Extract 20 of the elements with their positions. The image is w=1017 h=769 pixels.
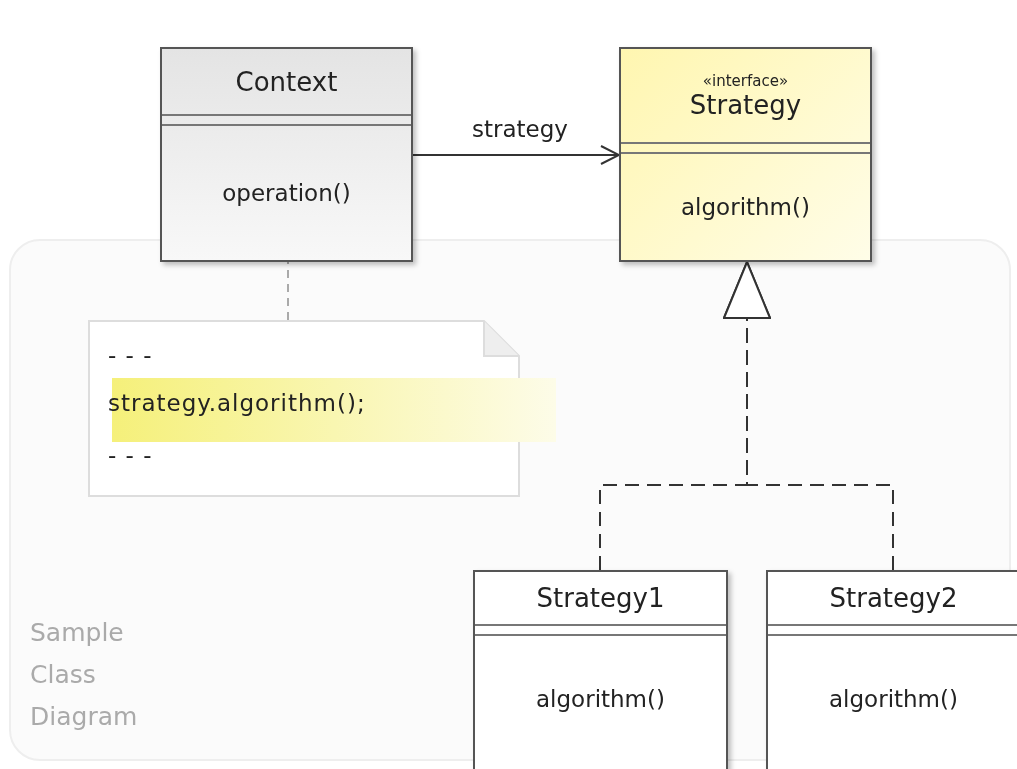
class-name: Strategy1 — [536, 583, 665, 613]
method-name: algorithm() — [681, 194, 810, 220]
class-box — [766, 570, 1017, 769]
diagram-caption: Sample Class Diagram — [30, 617, 139, 733]
class-box — [473, 570, 728, 769]
class-box — [160, 47, 413, 262]
note-link — [287, 261, 289, 321]
code-line: strategy.algorithm(); — [108, 390, 366, 416]
method-name: algorithm() — [536, 686, 665, 712]
association-arrow — [412, 145, 620, 165]
method-name: algorithm() — [829, 686, 958, 712]
ellipsis-line: - - - — [108, 342, 153, 368]
class-name: Context — [235, 66, 338, 97]
method-name: operation() — [222, 180, 351, 206]
ellipsis-line: - - - — [108, 442, 153, 468]
class-name: Strategy — [689, 89, 802, 120]
stereotype-label: «interface» — [702, 71, 789, 90]
class-name: Strategy2 — [829, 583, 958, 613]
realization-arrow — [723, 261, 894, 571]
class-box — [619, 47, 872, 262]
